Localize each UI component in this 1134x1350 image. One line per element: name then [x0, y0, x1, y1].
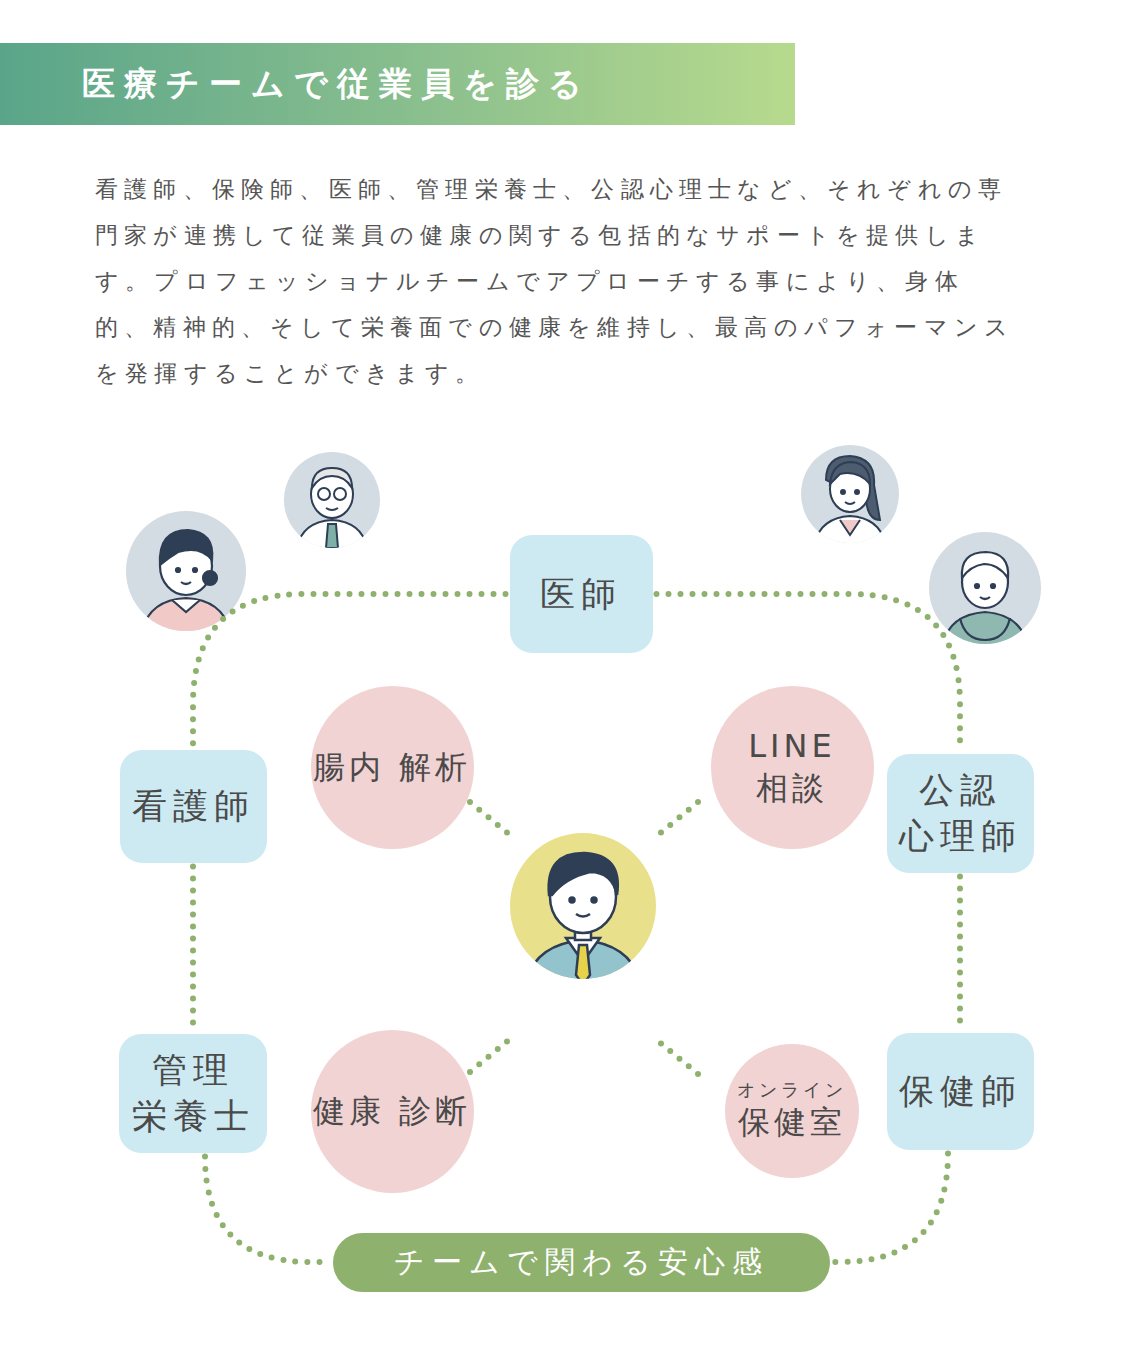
service-circle: オンライン保健室: [725, 1044, 859, 1178]
node-text: 看護師: [132, 783, 255, 829]
role-box: 公認 心理師: [887, 754, 1034, 873]
intro-text: 看護師、保険師、医師、管理栄養士、公認心理士など、それぞれの専門家が連携して従業…: [95, 166, 1020, 396]
node-text: 医師: [540, 571, 622, 617]
node-text: 健康 診断: [313, 1090, 471, 1132]
role-box: 管理 栄養士: [119, 1034, 267, 1153]
service-circle: LINE 相談: [711, 686, 874, 849]
dotted-connector: [193, 867, 194, 1030]
node-text: LINE 相談: [711, 725, 874, 809]
employee-avatar: [510, 833, 656, 990]
dotted-connector: [834, 1154, 949, 1263]
role-box: 看護師: [120, 750, 267, 863]
dotted-connector: [960, 877, 961, 1029]
node-text: 保健室: [738, 1101, 846, 1143]
role-box: 保健師: [887, 1033, 1034, 1150]
node-text: チームで関わる安心感: [394, 1242, 769, 1283]
senior-doctor-avatar: [284, 452, 380, 552]
female-doctor-avatar: [801, 445, 899, 548]
node-text: 公認 心理師: [897, 767, 1024, 859]
node-text: 保健師: [899, 1068, 1022, 1114]
tagline-pill: チームで関わる安心感: [333, 1233, 830, 1292]
service-circle: 腸内 解析: [311, 686, 474, 849]
service-circle: 健康 診断: [311, 1030, 474, 1193]
page-title: 医療チームで従業員を診る: [82, 43, 591, 125]
node-text: 腸内 解析: [313, 746, 471, 788]
role-box: 医師: [510, 535, 653, 653]
nurse-avatar: [126, 511, 246, 640]
dotted-connector: [205, 1157, 329, 1263]
node-text: オンライン: [737, 1079, 847, 1101]
node-text: 管理 栄養士: [129, 1047, 257, 1139]
male-doctor-avatar: [929, 532, 1041, 650]
leader-lines: [470, 802, 698, 1074]
